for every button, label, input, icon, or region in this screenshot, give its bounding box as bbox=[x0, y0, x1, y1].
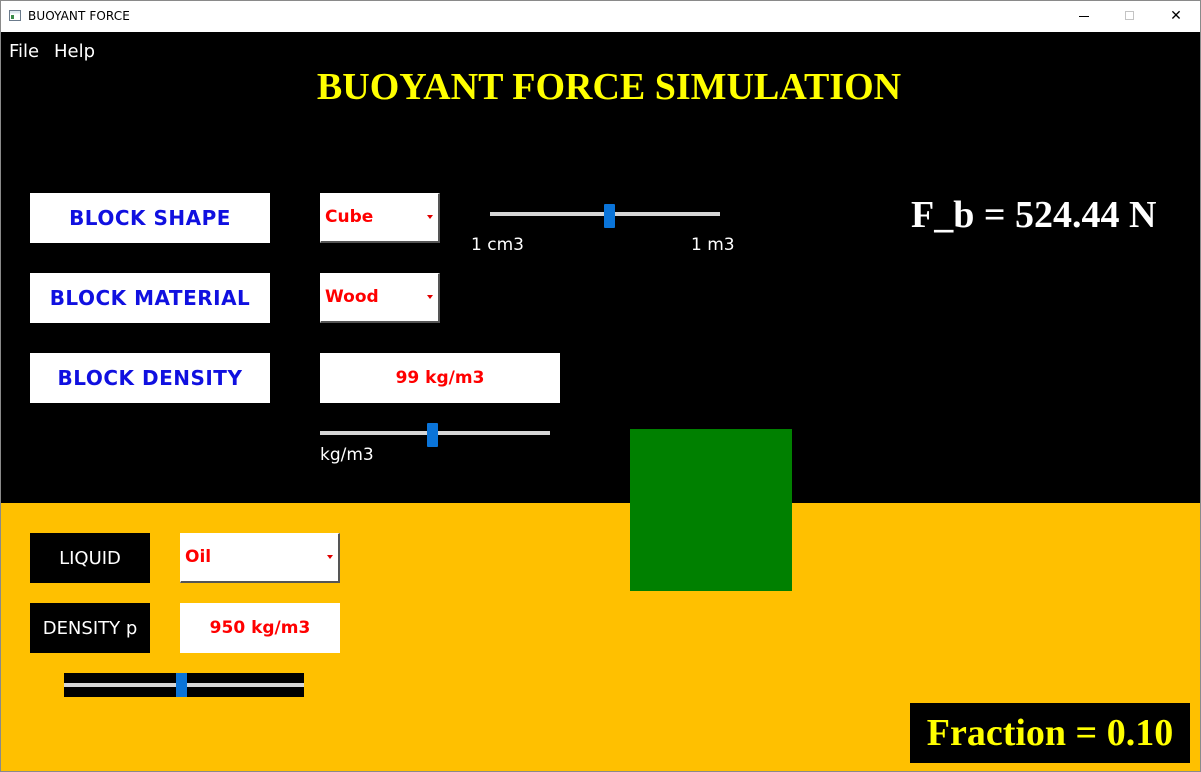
chevron-down-icon bbox=[327, 555, 333, 559]
liquid-label: LIQUID bbox=[30, 533, 150, 583]
menu-help[interactable]: Help bbox=[54, 41, 96, 62]
block-shape-value: Cube bbox=[325, 207, 374, 227]
block-material-select[interactable]: Wood bbox=[320, 273, 440, 323]
slider-thumb[interactable] bbox=[604, 204, 615, 228]
block-material-label: BLOCK MATERIAL bbox=[30, 273, 270, 323]
block-shape-label: BLOCK SHAPE bbox=[30, 193, 270, 243]
minimize-button[interactable] bbox=[1061, 1, 1107, 32]
liquid-select[interactable]: Oil bbox=[180, 533, 340, 583]
block-density-value: 99 kg/m3 bbox=[320, 353, 560, 403]
liquid-density-slider[interactable] bbox=[64, 673, 304, 697]
block-volume-slider[interactable] bbox=[490, 204, 720, 228]
close-icon: ✕ bbox=[1170, 8, 1182, 24]
block-density-slider[interactable] bbox=[320, 423, 550, 447]
volume-max-label: 1 m3 bbox=[691, 235, 735, 255]
maximize-button[interactable] bbox=[1107, 1, 1153, 32]
buoyant-force-readout: F_b = 524.44 N bbox=[911, 194, 1157, 236]
slider-thumb[interactable] bbox=[176, 673, 187, 697]
fraction-readout: Fraction = 0.10 bbox=[910, 703, 1190, 763]
block-shape-select[interactable]: Cube bbox=[320, 193, 440, 243]
app-icon bbox=[9, 10, 21, 21]
chevron-down-icon bbox=[427, 295, 433, 299]
page-title: BUOYANT FORCE SIMULATION bbox=[316, 66, 902, 108]
liquid-density-label: DENSITY p bbox=[30, 603, 150, 653]
window-title: BUOYANT FORCE bbox=[28, 9, 130, 23]
volume-min-label: 1 cm3 bbox=[471, 235, 524, 255]
block bbox=[630, 429, 792, 591]
title-bar[interactable]: BUOYANT FORCE ✕ bbox=[1, 1, 1200, 32]
block-material-value: Wood bbox=[325, 287, 379, 307]
slider-thumb[interactable] bbox=[427, 423, 438, 447]
liquid-value: Oil bbox=[185, 547, 212, 567]
chevron-down-icon bbox=[427, 215, 433, 219]
density-unit-label: kg/m3 bbox=[320, 445, 374, 465]
close-button[interactable]: ✕ bbox=[1153, 1, 1199, 32]
liquid-density-value: 950 kg/m3 bbox=[180, 603, 340, 653]
menu-file[interactable]: File bbox=[9, 41, 40, 62]
menu-bar: File Help bbox=[1, 32, 1200, 70]
block-density-label: BLOCK DENSITY bbox=[30, 353, 270, 403]
minimize-icon bbox=[1079, 16, 1089, 17]
maximize-icon bbox=[1125, 11, 1134, 20]
